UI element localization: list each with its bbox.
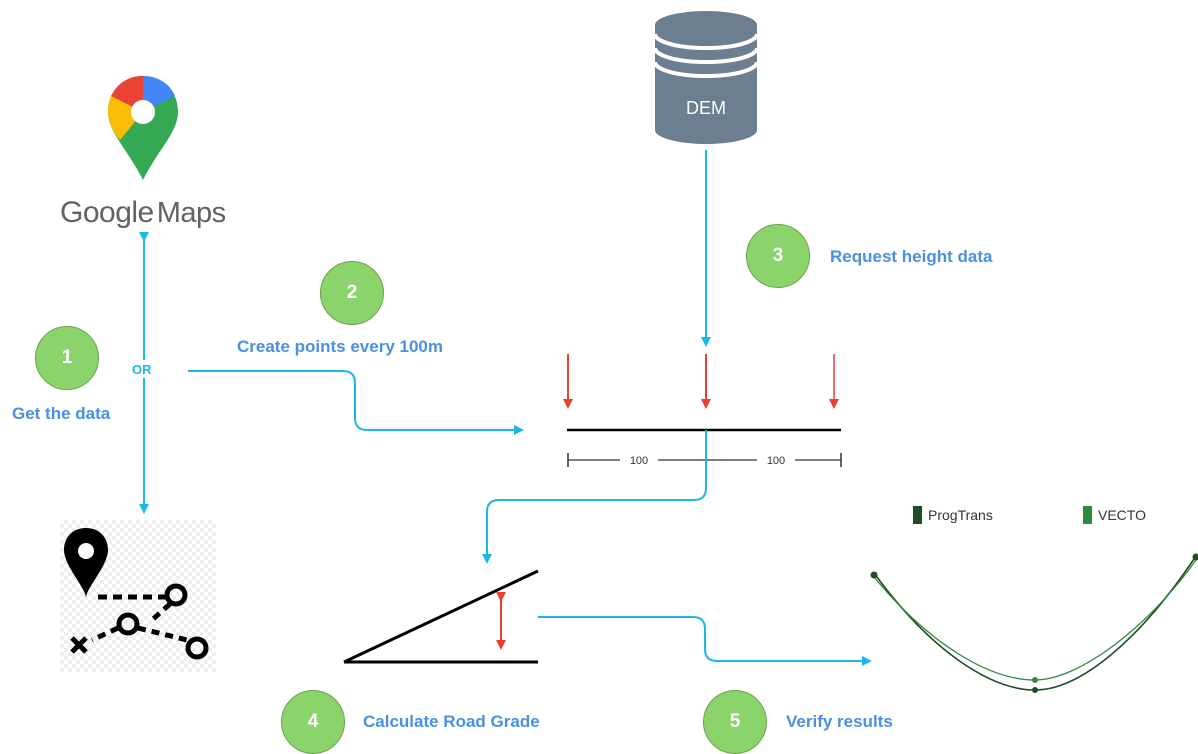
dem-label: DEM bbox=[686, 98, 726, 118]
step-5-label: Verify results bbox=[786, 712, 893, 731]
distance-dimension: 100 100 bbox=[567, 453, 842, 467]
verify-connector bbox=[538, 616, 872, 666]
step-1-label: Get the data bbox=[12, 404, 111, 423]
google-wordmark: Google bbox=[60, 196, 154, 229]
step-2-label: Create points every 100m bbox=[237, 337, 443, 356]
step-3-label: Request height data bbox=[830, 247, 993, 266]
legend-swatch-progtrans bbox=[913, 506, 922, 524]
step-1-badge: 1 bbox=[35, 326, 99, 390]
legend-label-progtrans: ProgTrans bbox=[928, 507, 993, 523]
maps-wordmark: Maps bbox=[156, 197, 226, 229]
grade-connector bbox=[482, 430, 707, 564]
step-4-label: Calculate Road Grade bbox=[363, 712, 540, 731]
road-grade-triangle bbox=[343, 569, 539, 664]
step-5-badge: 5 bbox=[703, 690, 767, 754]
progtrans-curve bbox=[873, 555, 1197, 691]
results-profile-plot bbox=[870, 553, 1198, 693]
distance-label: 100 bbox=[630, 455, 648, 467]
google-maps-pin-icon bbox=[108, 76, 178, 180]
create-points-connector bbox=[188, 370, 524, 435]
legend-swatch-vecto bbox=[1083, 506, 1092, 524]
database-icon: DEM bbox=[653, 11, 759, 144]
or-label: OR bbox=[132, 362, 152, 377]
route-map-icon bbox=[60, 520, 216, 672]
step-3-badge: 3 bbox=[746, 224, 810, 288]
step-2-badge: 2 bbox=[320, 261, 384, 325]
step-4-badge: 4 bbox=[281, 690, 345, 754]
distance-label: 100 bbox=[767, 455, 785, 467]
legend-label-vecto: VECTO bbox=[1098, 507, 1146, 523]
